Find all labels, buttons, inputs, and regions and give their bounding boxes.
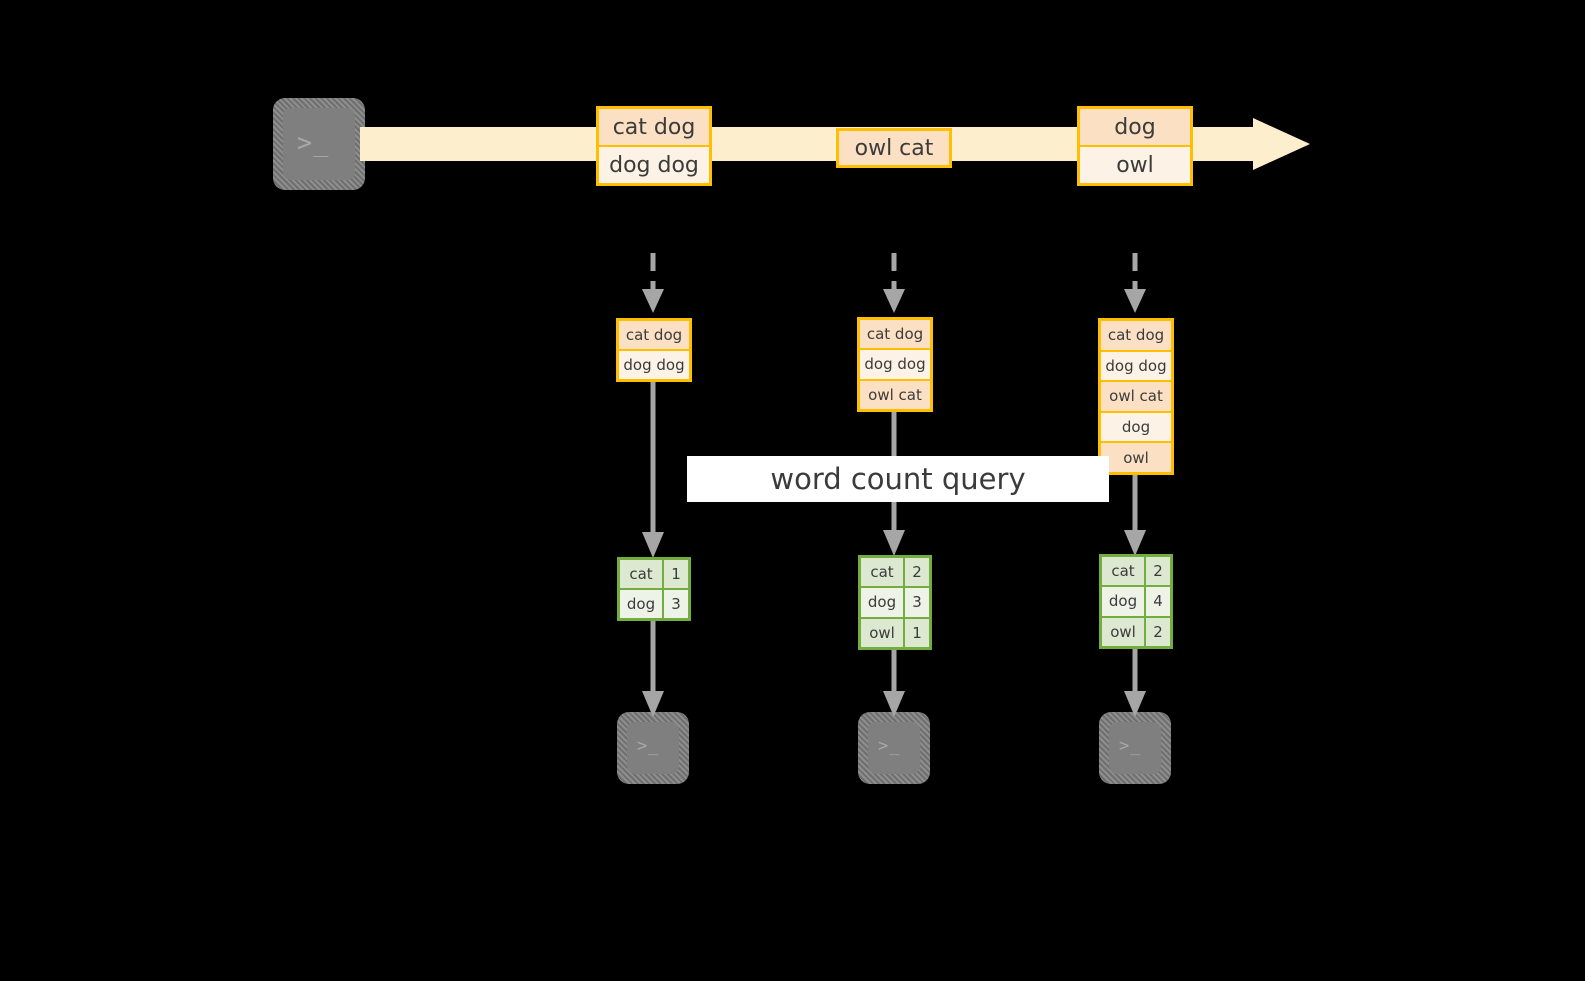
terminal-prompt-glyph: >_ xyxy=(878,736,901,756)
record-line: owl cat xyxy=(860,380,930,409)
word-cell: cat xyxy=(620,560,664,588)
word-cell: cat xyxy=(1102,557,1146,586)
record-line: owl xyxy=(1101,443,1171,472)
record-line: owl xyxy=(1080,147,1190,183)
snapshot-3-dashed-down-arrow-icon xyxy=(1124,253,1146,313)
snapshot-2-sink-connector xyxy=(883,650,905,717)
snapshot-1-dashed-down-arrow-icon xyxy=(642,253,664,313)
record-line: cat dog xyxy=(860,320,930,351)
count-cell: 2 xyxy=(1146,617,1170,646)
snapshot-1-input-stack[interactable]: cat dog dog dog xyxy=(616,318,692,382)
stream-record-batch-2[interactable]: owl cat xyxy=(836,128,952,168)
word-cell: owl xyxy=(1102,617,1146,646)
count-cell: 1 xyxy=(664,560,688,588)
table-row: owl 1 xyxy=(861,618,929,647)
record-line: owl cat xyxy=(1101,382,1171,413)
record-line: dog dog xyxy=(1101,351,1171,383)
record-line: owl cat xyxy=(839,131,949,165)
record-line: dog dog xyxy=(599,147,709,183)
table-row: cat 2 xyxy=(1102,557,1170,588)
record-line: dog dog xyxy=(860,350,930,381)
table-row: dog 3 xyxy=(861,588,929,619)
count-cell: 3 xyxy=(664,590,688,618)
word-cell: dog xyxy=(1102,587,1146,616)
snapshot-2-input-stack[interactable]: cat dog dog dog owl cat xyxy=(857,317,933,412)
word-cell: owl xyxy=(861,618,905,647)
stream-record-batch-3[interactable]: dog owl xyxy=(1077,106,1193,186)
terminal-face xyxy=(627,722,679,774)
record-line: dog xyxy=(1080,109,1190,147)
snapshot-1-sink-terminal-icon[interactable]: >_ xyxy=(617,712,689,784)
snapshot-3-sink-terminal-icon[interactable]: >_ xyxy=(1099,712,1171,784)
record-line: cat dog xyxy=(619,321,689,351)
snapshot-1-count-table[interactable]: cat 1 dog 3 xyxy=(617,557,691,621)
snapshot-2-dashed-down-arrow-icon xyxy=(883,253,905,313)
snapshot-2-sink-terminal-icon[interactable]: >_ xyxy=(858,712,930,784)
record-line: dog xyxy=(1101,412,1171,444)
table-row: dog 3 xyxy=(620,590,688,618)
count-cell: 1 xyxy=(905,618,929,647)
count-cell: 4 xyxy=(1146,587,1170,616)
source-terminal-icon[interactable]: >_ xyxy=(273,98,365,190)
count-cell: 3 xyxy=(905,588,929,617)
table-row: cat 1 xyxy=(620,560,688,590)
record-line: dog dog xyxy=(619,351,689,379)
stream-record-batch-1[interactable]: cat dog dog dog xyxy=(596,106,712,186)
snapshot-3-input-stack[interactable]: cat dog dog dog owl cat dog owl xyxy=(1098,318,1174,475)
snapshot-3-count-table[interactable]: cat 2 dog 4 owl 2 xyxy=(1099,554,1173,649)
snapshot-3-sink-connector xyxy=(1124,649,1146,717)
count-cell: 2 xyxy=(1146,557,1170,586)
terminal-prompt-glyph: >_ xyxy=(297,128,330,157)
terminal-prompt-glyph: >_ xyxy=(637,736,660,756)
word-cell: dog xyxy=(620,590,664,618)
snapshot-2-count-table[interactable]: cat 2 dog 3 owl 1 xyxy=(858,555,932,650)
query-label: word count query xyxy=(687,456,1109,502)
record-line: cat dog xyxy=(1101,321,1171,352)
terminal-face xyxy=(868,722,920,774)
record-line: cat dog xyxy=(599,109,709,147)
count-cell: 2 xyxy=(905,558,929,587)
word-cell: cat xyxy=(861,558,905,587)
table-row: owl 2 xyxy=(1102,617,1170,646)
word-cell: dog xyxy=(861,588,905,617)
terminal-face xyxy=(1109,722,1161,774)
table-row: cat 2 xyxy=(861,558,929,589)
table-row: dog 4 xyxy=(1102,587,1170,618)
terminal-prompt-glyph: >_ xyxy=(1119,736,1142,756)
snapshot-3-query-connector xyxy=(1124,475,1146,556)
snapshot-1-query-connector xyxy=(642,382,664,558)
terminal-face xyxy=(283,108,355,180)
snapshot-1-sink-connector xyxy=(642,621,664,717)
